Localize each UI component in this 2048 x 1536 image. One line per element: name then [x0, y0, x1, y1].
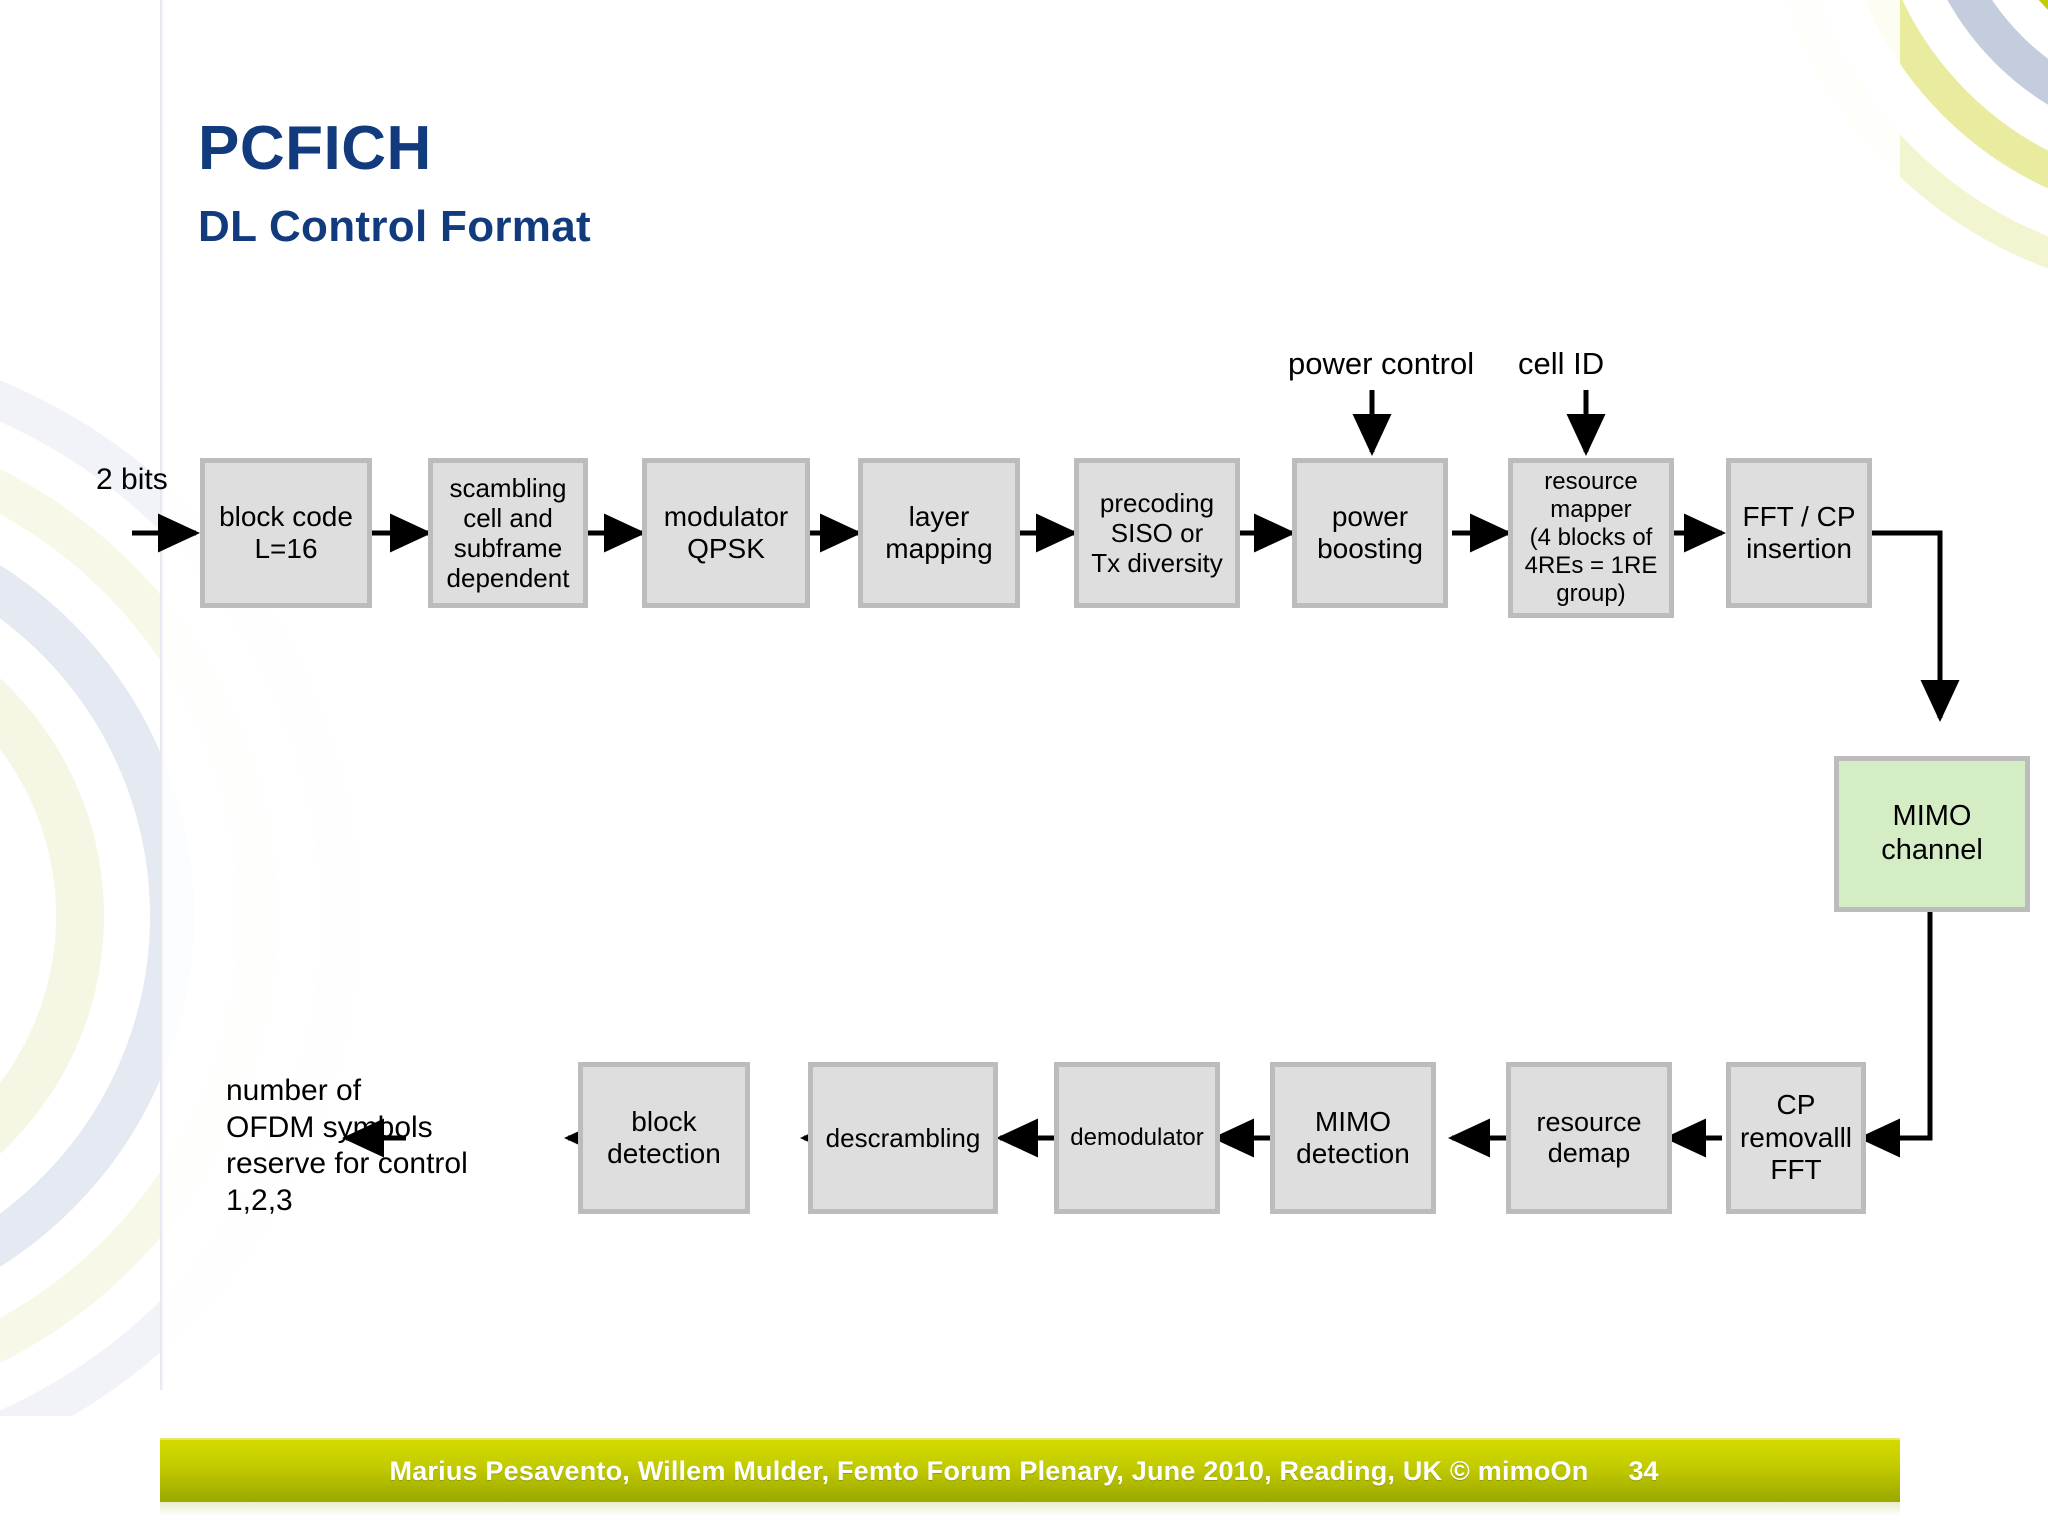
footer-credit: Marius Pesavento, Willem Mulder, Femto F…	[389, 1455, 1589, 1486]
block-mimo-channel: MIMO channel	[1834, 756, 2030, 912]
block-demodulator: demodulator	[1054, 1062, 1220, 1214]
block-diagram: 2 bits power control cell ID block code …	[96, 346, 2030, 1217]
annotation-power-control: power control	[1288, 346, 1475, 381]
footer-page-number: 34	[1628, 1455, 1659, 1486]
footer-bar: Marius Pesavento, Willem Mulder, Femto F…	[160, 1438, 1900, 1502]
block-power-boosting: power boosting	[1292, 458, 1448, 608]
block-precoding: precoding SISO or Tx diversity	[1074, 458, 1240, 608]
block-resource-mapper: resource mapper (4 blocks of 4REs = 1RE …	[1508, 458, 1674, 618]
footer-shadow	[160, 1500, 1900, 1516]
panel-left-edge	[160, 0, 164, 1390]
diagram-connectors	[132, 390, 1960, 1158]
block-cp-removal-fft: CP removalll FFT	[1726, 1062, 1866, 1214]
block-mimo-detection: MIMO detection	[1270, 1062, 1436, 1214]
page-subtitle: DL Control Format	[198, 202, 591, 251]
block-block-detection: block detection	[578, 1062, 750, 1214]
annotation-cell-id: cell ID	[1518, 346, 1605, 381]
block-layer-mapping: layer mapping	[858, 458, 1020, 608]
page-title: PCFICH	[198, 114, 432, 183]
block-block-code: block code L=16	[200, 458, 372, 608]
block-resource-demap: resource demap	[1506, 1062, 1672, 1214]
block-scrambling: scambling cell and subframe dependent	[428, 458, 588, 608]
block-fft-cp-insertion: FFT / CP insertion	[1726, 458, 1872, 608]
input-label: 2 bits	[96, 463, 168, 496]
block-modulator: modulator QPSK	[642, 458, 810, 608]
output-label: number of OFDM symbols reserve for contr…	[226, 1074, 468, 1217]
block-descrambling: descrambling	[808, 1062, 998, 1214]
